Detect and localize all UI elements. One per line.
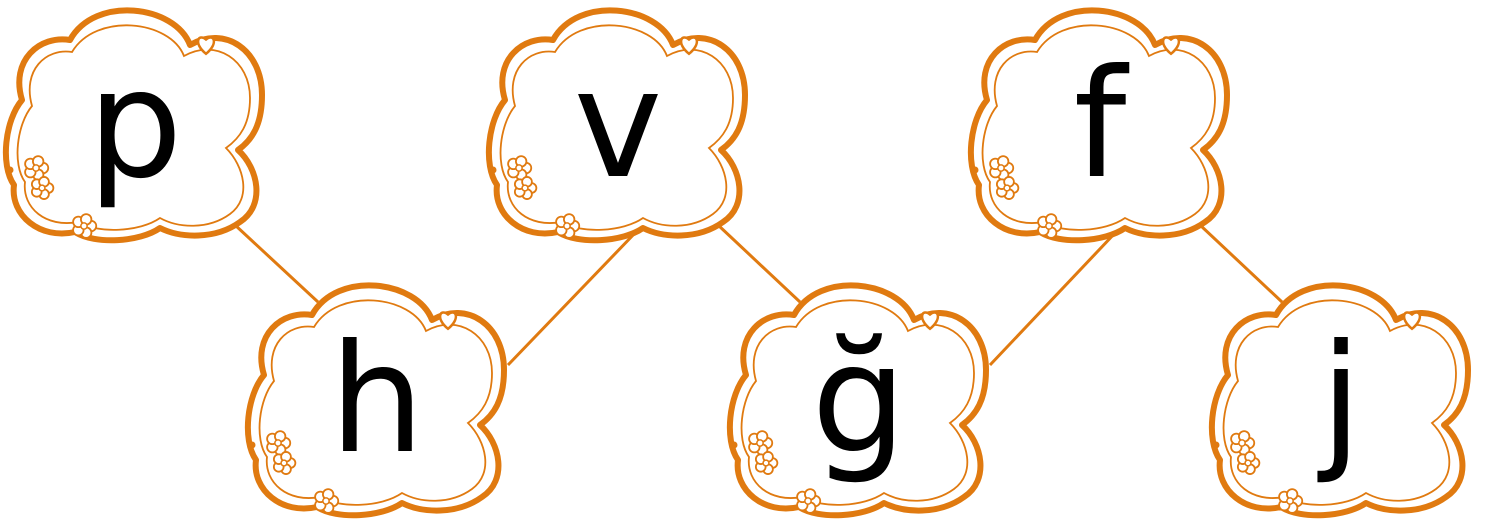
flower-icon (1278, 488, 1304, 514)
dot-icon (6, 166, 14, 174)
flower-icon (266, 430, 292, 456)
flower-icon (796, 488, 822, 514)
flower-icon (1230, 430, 1256, 456)
connector-h-v (506, 230, 638, 367)
connector-v-g (716, 223, 802, 304)
dot-icon (971, 166, 979, 174)
cloud-letter: p (87, 38, 183, 212)
flower-icon (995, 176, 1020, 200)
flower-icon (1037, 213, 1063, 239)
cloud-6: j (1206, 275, 1476, 525)
cloud-shape (726, 282, 989, 519)
cloud-shape (1208, 282, 1471, 519)
flower-icon (513, 176, 538, 200)
cloud-letter: ğ (811, 313, 907, 487)
dot-icon (1212, 441, 1220, 449)
heart-icon (920, 311, 940, 331)
flower-icon (272, 451, 297, 475)
heart-icon (438, 311, 458, 331)
flower-icon (1236, 451, 1261, 475)
flower-icon (555, 213, 581, 239)
cloud-4: ğ (724, 275, 994, 525)
flower-icon (989, 155, 1015, 181)
cloud-letter: j (1320, 313, 1362, 487)
dot-icon (489, 166, 497, 174)
cloud-letter: h (329, 313, 425, 487)
heart-icon (1161, 36, 1181, 56)
cloud-3: v (483, 0, 753, 250)
cloud-shape (244, 282, 507, 519)
flower-icon (748, 430, 774, 456)
cloud-shape (967, 7, 1230, 244)
connector-g-f (988, 230, 1118, 367)
heart-icon (679, 36, 699, 56)
cloud-1: p (0, 0, 270, 250)
cloud-letter: f (1073, 38, 1127, 212)
cloud-2: h (242, 275, 512, 525)
flower-icon (72, 213, 98, 239)
heart-icon (196, 36, 216, 56)
dot-icon (248, 441, 256, 449)
flower-icon (507, 155, 533, 181)
flower-icon (30, 176, 55, 200)
flower-icon (24, 155, 50, 181)
dot-icon (730, 441, 738, 449)
flower-icon (314, 488, 340, 514)
cloud-5: f (965, 0, 1235, 250)
cloud-shape (485, 7, 748, 244)
flower-icon (754, 451, 779, 475)
connector-f-j (1198, 223, 1284, 304)
cloud-letter: v (573, 38, 663, 212)
cloud-shape (2, 7, 265, 244)
heart-icon (1402, 311, 1422, 331)
connector-p-h (233, 223, 320, 304)
